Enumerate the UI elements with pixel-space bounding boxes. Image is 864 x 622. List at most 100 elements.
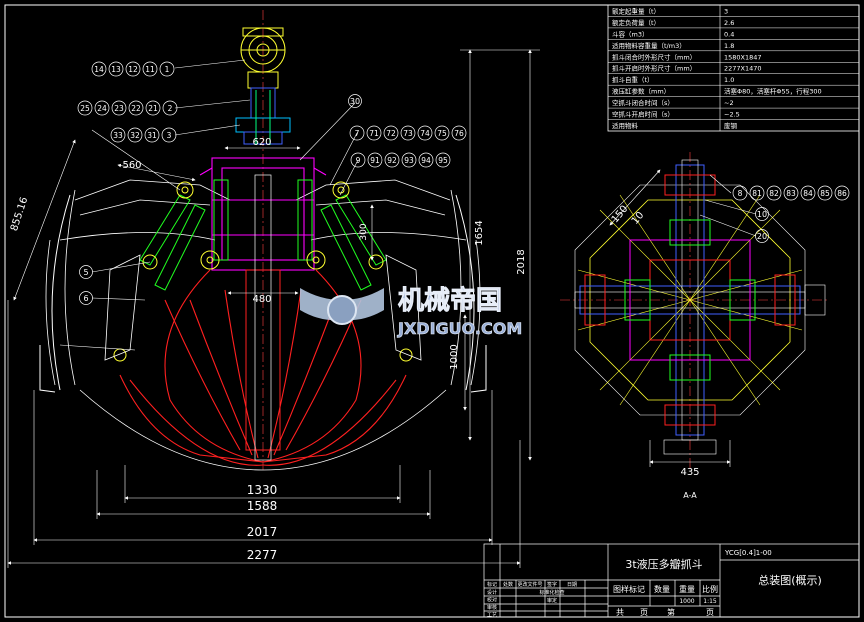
drawing-number: YCG[0.4]1-00: [724, 549, 772, 557]
callout-number: 81: [752, 189, 762, 198]
dim-560: 560: [122, 160, 141, 171]
rev-header: 标记: [487, 581, 497, 588]
spec-value-9: ~2.5: [724, 111, 740, 119]
callout-circle: [159, 61, 175, 77]
callout-circle: [162, 100, 178, 116]
callout-number: 12: [128, 65, 138, 74]
callout-number: 8: [738, 189, 743, 198]
spec-label-4: 抓斗闭合时外形尺寸（mm）: [612, 52, 696, 61]
callout-10: 10: [755, 207, 769, 221]
callout-number: 82: [769, 189, 779, 198]
callout-circle: [142, 61, 158, 77]
callout-number: 83: [786, 189, 796, 198]
callout-circle: [417, 125, 433, 141]
dim-620: 620: [252, 137, 271, 148]
rev-header: 更改文件号: [517, 581, 542, 588]
callout-circle: [125, 61, 141, 77]
callout-number: 32: [130, 131, 140, 140]
role-label: 校对: [487, 597, 497, 604]
sheet-no: 第: [667, 607, 675, 617]
callout-number: 73: [403, 129, 413, 138]
callout-circle: [94, 100, 110, 116]
callout-number: 85: [820, 189, 830, 198]
callout-circle: [401, 152, 417, 168]
callout-number: 76: [454, 129, 464, 138]
callout-number: 23: [114, 104, 124, 113]
callout-number: 95: [438, 156, 448, 165]
callout-circle: [384, 152, 400, 168]
callout-circle: [367, 152, 383, 168]
callout-number: 91: [370, 156, 380, 165]
role-label: 工艺: [487, 613, 497, 619]
callout-number: 93: [404, 156, 414, 165]
watermark-cn: 机械帝国: [398, 285, 502, 316]
sheet-unit-2: 页: [706, 608, 714, 617]
header-weight: 重量: [679, 584, 695, 594]
callout-circle: [434, 125, 450, 141]
callout-number: 94: [421, 156, 431, 165]
callout-30: 30: [348, 94, 362, 108]
spec-value-3: 1.8: [724, 42, 734, 50]
spec-label-9: 空抓斗开启时间（s）: [612, 110, 674, 119]
dim-2277: 2277: [247, 548, 278, 562]
spec-label-10: 适用物料: [612, 121, 639, 130]
svg-text:6: 6: [83, 294, 88, 303]
callout-number: 14: [94, 65, 104, 74]
callout-20: 20: [755, 229, 769, 243]
callout-number: 84: [803, 189, 813, 198]
center-frame: [199, 157, 327, 271]
spec-table: 额定起重量（t）3额定负荷量（t）2.6斗容（m3）0.4适用物料容重量（t/m…: [607, 4, 860, 132]
callout-circle: [817, 185, 833, 201]
callout-number: 2: [168, 104, 173, 113]
role-label: 设计: [487, 589, 497, 596]
callout-circle: [766, 185, 782, 201]
dim-435: 435: [680, 467, 699, 478]
open-jaw-left-outline: [51, 194, 71, 391]
weight-value: 1000: [679, 598, 694, 605]
callout-number: 75: [437, 129, 447, 138]
callout-circle: [366, 125, 382, 141]
callout-circle: [77, 100, 93, 116]
dim-150: 150: [610, 204, 631, 226]
center-column: [245, 269, 281, 451]
dim-1330: 1330: [247, 483, 278, 497]
header-qty: 数量: [654, 584, 670, 594]
std-check: 标准化检查: [539, 589, 564, 596]
callout-6: 6: [79, 291, 93, 305]
spec-label-5: 抓斗开启时外形尺寸（mm）: [612, 64, 696, 73]
callout-number: 33: [113, 131, 123, 140]
callout-number: 9: [356, 156, 361, 165]
callout-circle: [161, 127, 177, 143]
callout-number: 7: [355, 129, 360, 138]
callout-number: 71: [369, 129, 379, 138]
rev-header: 处数: [503, 581, 513, 588]
scale-value: 1:15: [703, 598, 717, 605]
callout-number: 74: [420, 129, 430, 138]
callout-circle: [451, 125, 467, 141]
dim-480: 480: [252, 294, 271, 305]
side-view: [560, 152, 830, 470]
dim-1654: 1654: [474, 220, 485, 245]
callout-circle: [128, 100, 144, 116]
spec-label-7: 液压缸参数（mm）: [612, 87, 670, 96]
callout-number: 11: [145, 65, 155, 74]
callout-circle: [144, 127, 160, 143]
dim-300: 300: [359, 223, 369, 240]
callout-circle: [732, 185, 748, 201]
callout-circle: [110, 127, 126, 143]
callout-number: 92: [387, 156, 397, 165]
role-label: 审核: [487, 604, 497, 611]
svg-text:10: 10: [757, 210, 767, 219]
rev-header: 签字: [547, 581, 557, 588]
callout-number: 1: [165, 65, 170, 74]
callout-circle: [127, 127, 143, 143]
callout-number: 21: [148, 104, 158, 113]
spec-label-1: 额定负荷量（t）: [612, 18, 660, 27]
callout-circle: [834, 185, 850, 201]
watermark-en: JXDIGUO.COM: [397, 319, 522, 338]
callout-circle: [400, 125, 416, 141]
